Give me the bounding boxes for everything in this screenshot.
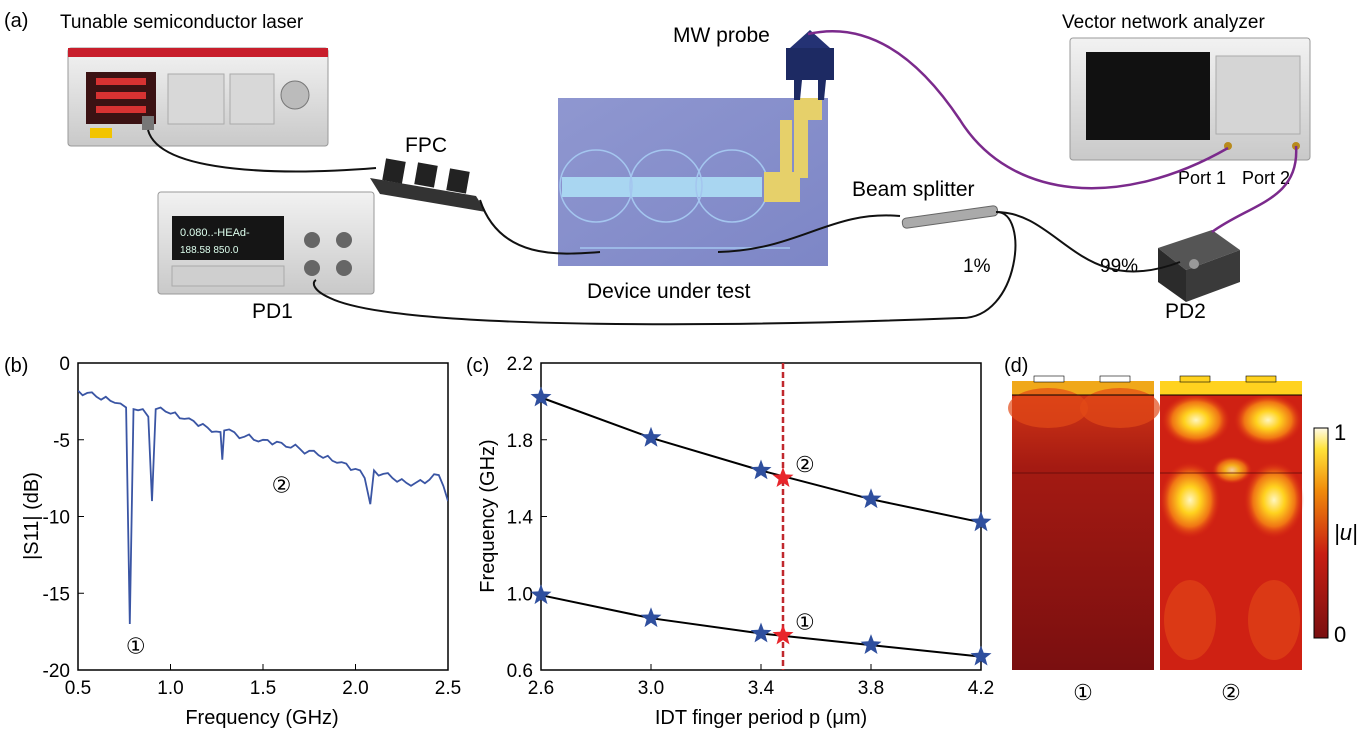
data-stars: ②① bbox=[530, 386, 992, 666]
data-star bbox=[640, 426, 662, 447]
colorbar-max: 1 bbox=[1334, 420, 1346, 445]
mode2-field-map: ② bbox=[1160, 375, 1304, 706]
pd1-instrument: 0.080..-HEAd- 188.58 850.0 bbox=[157, 191, 375, 295]
annotations-b: ①② bbox=[126, 473, 291, 659]
data-star bbox=[530, 386, 552, 407]
vna-label: Vector network analyzer bbox=[1062, 12, 1265, 33]
data-star bbox=[750, 459, 772, 480]
axis-ticks-b: 0.5 1.0 1.5 2.0 2.5 0 -5 -10 -15 -20 bbox=[43, 354, 462, 699]
mode2-label: ② bbox=[1221, 681, 1241, 706]
mw-cable-port2 bbox=[1211, 145, 1298, 234]
y-tick-label-b: 0 bbox=[59, 354, 70, 375]
y-tick-label-c: 1.4 bbox=[507, 508, 534, 529]
x-tick-label-b: 2.0 bbox=[342, 678, 368, 699]
x-tick-label-c: 3.0 bbox=[638, 678, 664, 699]
port2-label: Port 2 bbox=[1242, 168, 1290, 188]
s11-trace bbox=[78, 389, 448, 625]
x-tick-label-b: 2.5 bbox=[435, 678, 461, 699]
split-small-label: 1% bbox=[963, 256, 991, 277]
annotation-mode-2: ② bbox=[272, 473, 292, 498]
colorbar-label: |u| bbox=[1334, 520, 1358, 545]
fit-curves bbox=[540, 396, 982, 658]
highlight-label-1: ② bbox=[795, 453, 815, 478]
y-tick-label-b: -10 bbox=[43, 508, 70, 529]
laser-instrument bbox=[67, 47, 329, 147]
mw-probe bbox=[786, 30, 834, 100]
fpc-device bbox=[370, 158, 486, 212]
beam-splitter-label: Beam splitter bbox=[852, 178, 975, 201]
data-star bbox=[970, 511, 992, 532]
x-tick-label-b: 1.5 bbox=[250, 678, 276, 699]
mw-probe-label: MW probe bbox=[673, 24, 770, 47]
ylabel-b: |S11| (dB) bbox=[21, 472, 43, 560]
panel-a-label: (a) bbox=[4, 10, 28, 32]
y-tick-label-b: -15 bbox=[43, 584, 70, 605]
port1-label: Port 1 bbox=[1178, 168, 1226, 188]
panel-c: (c) 2.6 3.0 3.4 3.8 4.2 0.6 1.0 1.4 1.8 2.2 IDT f… bbox=[466, 354, 994, 729]
panel-b-label: (b) bbox=[4, 355, 28, 377]
mode1-field-map: ① bbox=[1008, 375, 1160, 706]
panel-b: (b) 0.5 1.0 1.5 2.0 2.5 0 -5 -10 -15 -20 Frequenc… bbox=[4, 354, 461, 729]
x-tick-label-c: 3.4 bbox=[748, 678, 775, 699]
y-tick-label-b: -5 bbox=[53, 431, 70, 452]
x-tick-label-b: 0.5 bbox=[65, 678, 91, 699]
vna-instrument bbox=[1069, 37, 1311, 161]
pd1-display-line2: 188.58 850.0 bbox=[180, 245, 239, 256]
data-star bbox=[640, 607, 662, 628]
y-tick-label-c: 1.0 bbox=[507, 584, 533, 605]
x-tick-label-b: 1.0 bbox=[157, 678, 183, 699]
y-tick-label-c: 0.6 bbox=[507, 661, 533, 682]
panel-a: (a) Tunable semiconductor laser MW probe… bbox=[4, 10, 1311, 326]
pd2-instrument bbox=[1158, 230, 1240, 302]
x-tick-label-c: 2.6 bbox=[528, 678, 554, 699]
panel-d-label: (d) bbox=[1004, 355, 1028, 377]
highlight-star-1 bbox=[772, 467, 794, 487]
beam-splitter bbox=[901, 205, 999, 229]
xlabel-c: IDT finger period p (μm) bbox=[655, 707, 867, 729]
x-tick-label-c: 4.2 bbox=[968, 678, 994, 699]
data-star bbox=[860, 488, 882, 509]
data-star bbox=[860, 634, 882, 654]
pd1-display-line1: 0.080..-HEAd- bbox=[180, 227, 250, 239]
dut-chip bbox=[558, 98, 828, 266]
panel-c-label: (c) bbox=[466, 355, 489, 377]
x-tick-label-c: 3.8 bbox=[858, 678, 884, 699]
laser-label: Tunable semiconductor laser bbox=[60, 12, 304, 33]
pd1-label: PD1 bbox=[252, 300, 293, 323]
data-star bbox=[750, 622, 772, 643]
pd2-label: PD2 bbox=[1165, 300, 1206, 323]
mw-cable-port1 bbox=[807, 29, 1229, 190]
highlight-star-2 bbox=[772, 624, 794, 645]
axis-ticks-c: 2.6 3.0 3.4 3.8 4.2 0.6 1.0 1.4 1.8 2.2 bbox=[507, 354, 995, 699]
annotation-mode-1: ① bbox=[126, 635, 146, 660]
y-tick-label-c: 1.8 bbox=[507, 431, 533, 452]
data-star bbox=[530, 584, 552, 605]
xlabel-b: Frequency (GHz) bbox=[185, 707, 338, 729]
panel-d: (d) ① ② bbox=[1004, 355, 1358, 706]
highlight-label-2: ① bbox=[795, 610, 815, 635]
y-tick-label-c: 2.2 bbox=[507, 354, 533, 375]
data-star bbox=[970, 645, 992, 666]
cables bbox=[147, 29, 1298, 326]
ylabel-c: Frequency (GHz) bbox=[477, 439, 499, 592]
dut-label: Device under test bbox=[587, 280, 751, 303]
mode1-label: ① bbox=[1073, 681, 1093, 706]
colorbar: 1 0 |u| bbox=[1313, 420, 1358, 647]
fpc-label: FPC bbox=[405, 134, 447, 157]
colorbar-min: 0 bbox=[1334, 622, 1346, 647]
y-tick-label-b: -20 bbox=[43, 661, 70, 682]
